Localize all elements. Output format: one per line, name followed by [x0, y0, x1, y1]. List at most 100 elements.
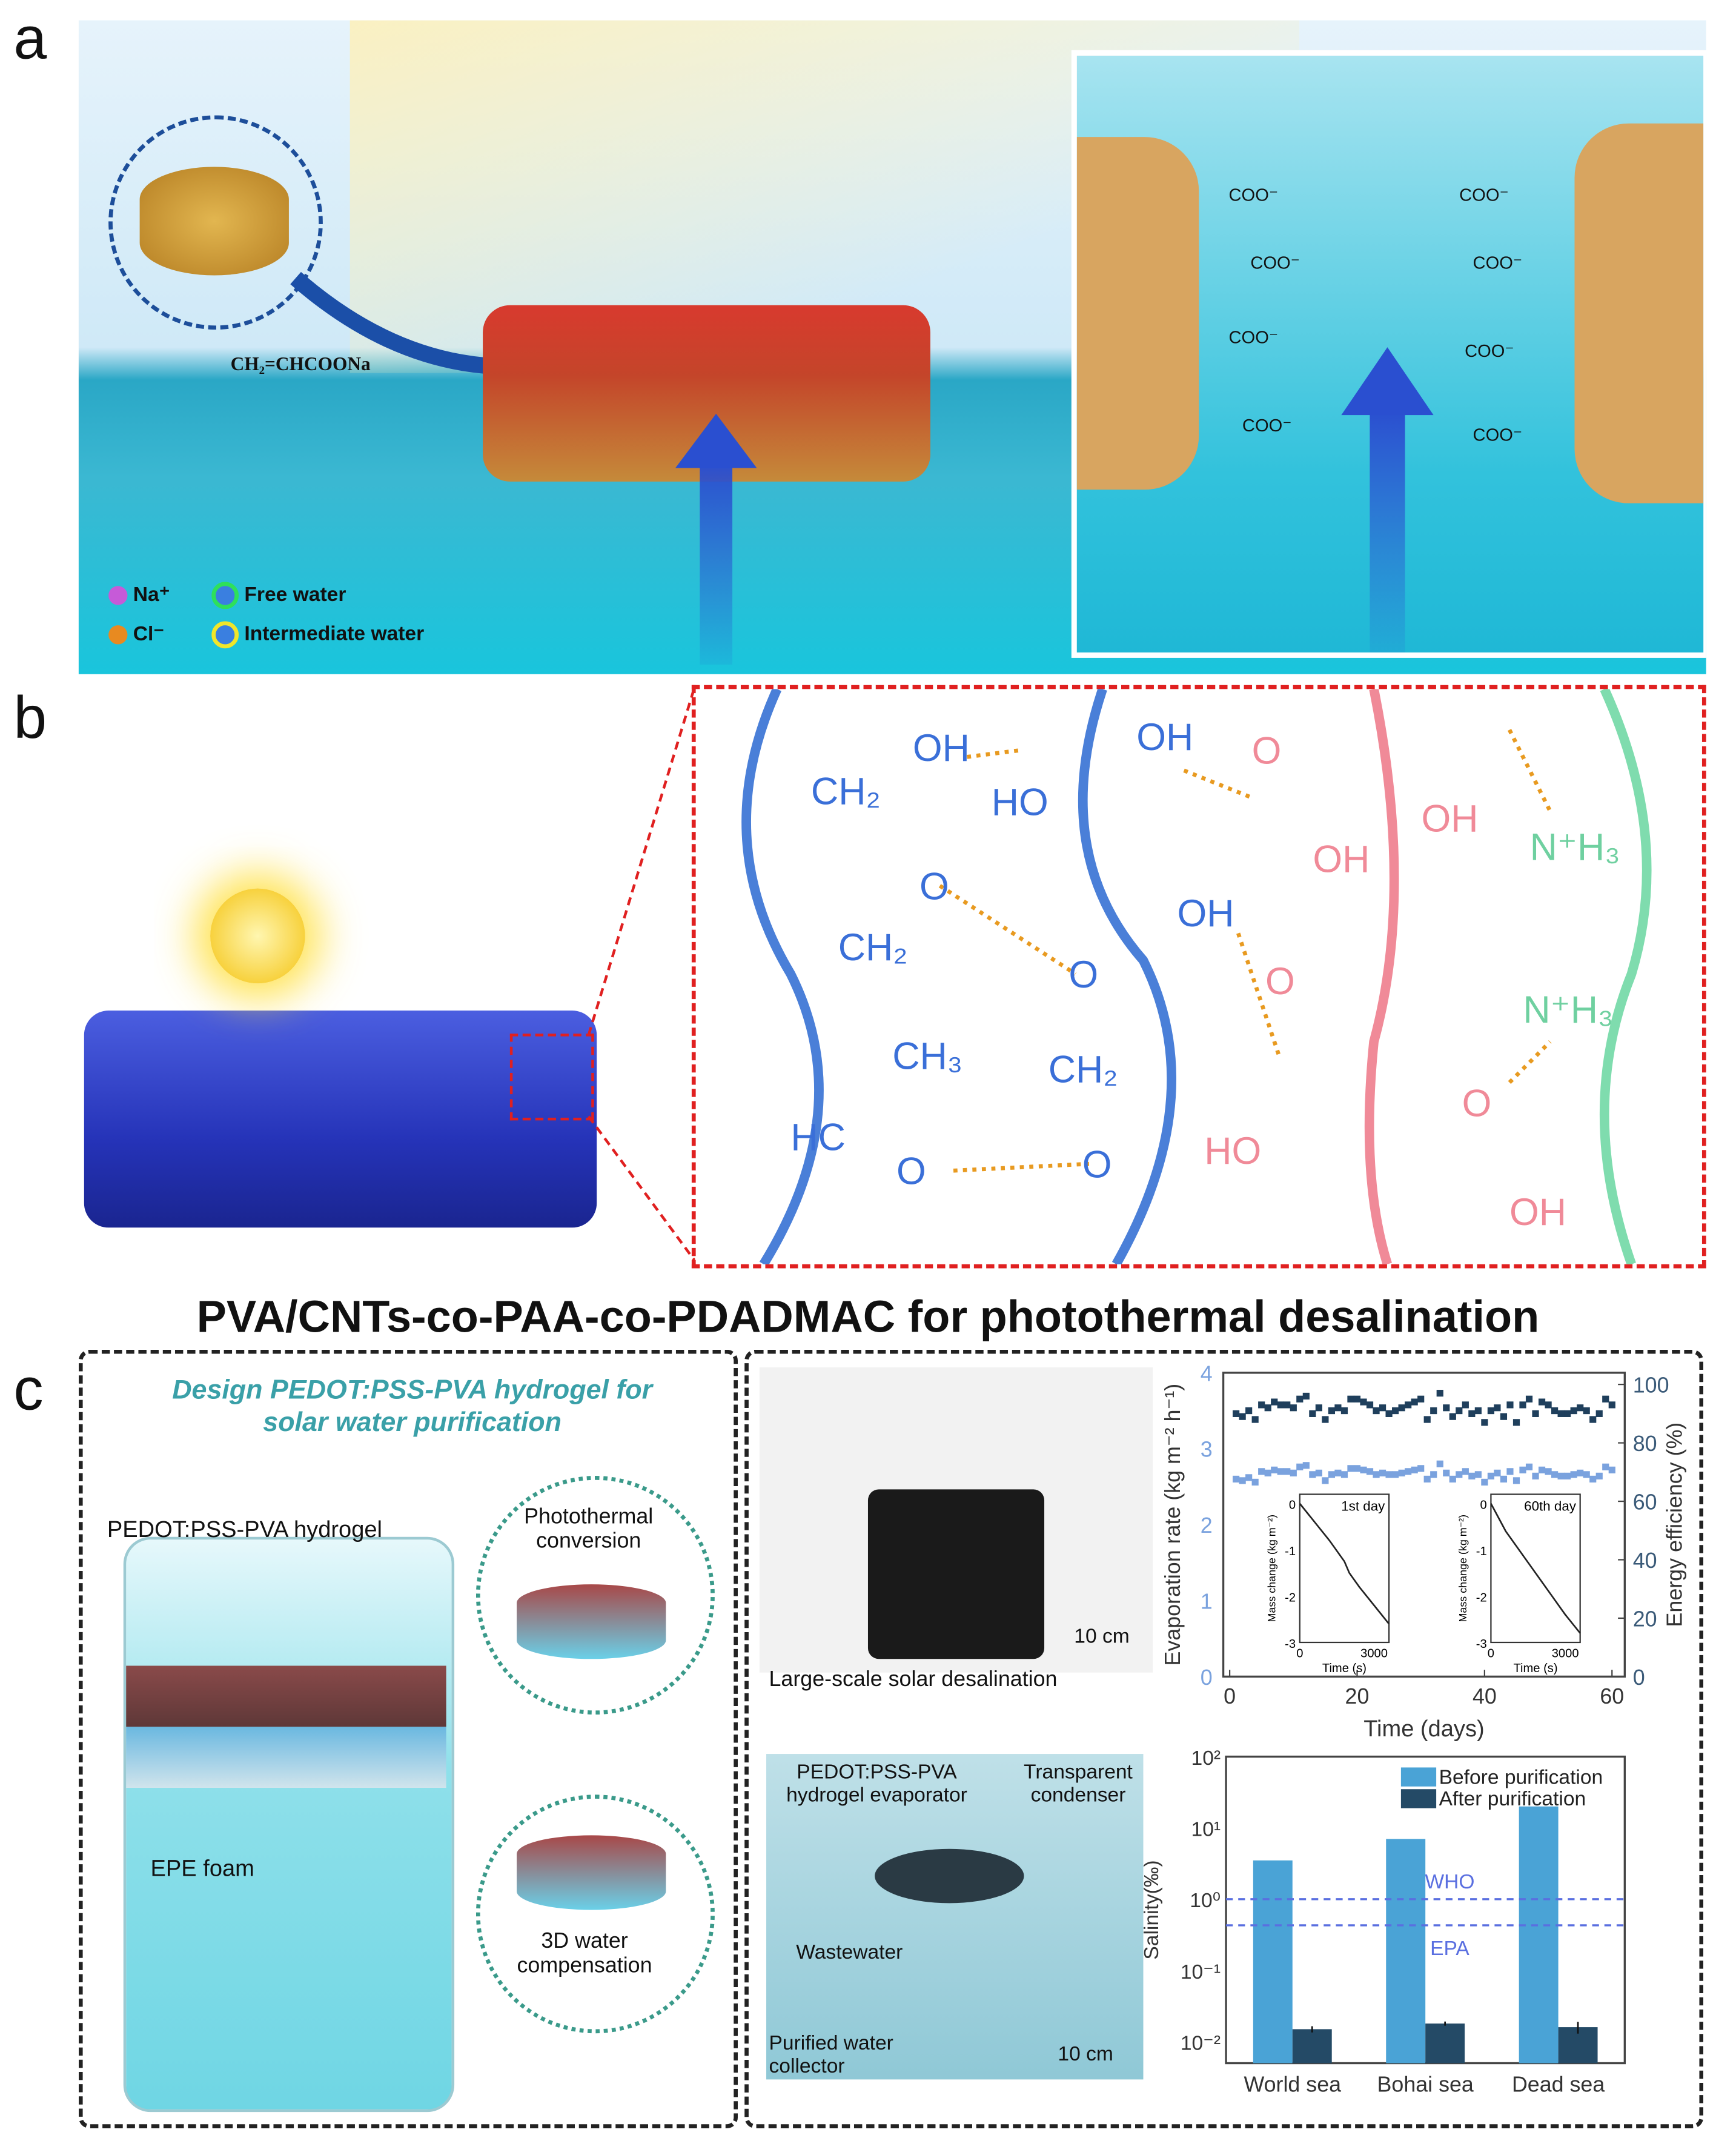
evaporation-point	[1608, 1466, 1615, 1473]
evaporation-point	[1271, 1466, 1278, 1473]
x-axis-label: Time (days)	[1363, 1716, 1484, 1742]
efficiency-point	[1487, 1407, 1495, 1415]
group-o: O	[919, 865, 949, 908]
foam-layer	[126, 1727, 446, 1788]
efficiency-point	[1233, 1410, 1240, 1417]
group-o: O	[896, 1150, 926, 1193]
y-axis-label: Evaporation rate (kg m⁻² h⁻¹)	[1161, 1384, 1185, 1666]
photothermal-label: Photothermal conversion	[524, 1506, 654, 1553]
efficiency-point	[1271, 1398, 1278, 1406]
panel-a: CH₂=CHCOONa Na⁺ Cl⁻ Free water Intermedi…	[78, 20, 1706, 674]
evaporation-point	[1532, 1472, 1539, 1479]
y-tick-label: 10⁻¹	[1181, 1961, 1221, 1984]
efficiency-point	[1373, 1407, 1380, 1415]
evaporation-point	[1423, 1475, 1431, 1483]
evaporation-point	[1284, 1468, 1291, 1475]
efficiency-point	[1519, 1401, 1526, 1409]
y2-tick-label: 60	[1633, 1490, 1657, 1514]
x-tick-label: 40	[1473, 1684, 1497, 1708]
group-oh: OH	[1177, 892, 1234, 935]
condenser-photo	[766, 1754, 1144, 2080]
evaporation-point	[1264, 1469, 1271, 1476]
efficiency-point	[1360, 1398, 1367, 1406]
efficiency-point	[1245, 1407, 1253, 1415]
group-o: O	[1068, 954, 1099, 996]
evaporation-point	[1277, 1468, 1284, 1475]
inset-y-tick: -3	[1476, 1638, 1487, 1651]
group-o: O	[1462, 1082, 1492, 1125]
y2-tick-label: 0	[1633, 1665, 1645, 1690]
inset-x-tick: 3000	[1552, 1647, 1579, 1661]
reference-label-who: WHO	[1425, 1871, 1474, 1893]
compensation-label: 3D water compensation	[517, 1930, 652, 1978]
hydrogel-layer	[126, 1665, 446, 1727]
group-ch2: CH₂	[810, 770, 881, 813]
group-oh: OH	[912, 727, 970, 769]
panel-c-right: Large-scale solar desalination 10 cm PED…	[744, 1349, 1704, 2128]
monomer-formula: CH₂=CHCOONa	[230, 355, 371, 376]
efficiency-point	[1264, 1404, 1271, 1412]
evaporation-point	[1328, 1471, 1336, 1478]
x-tick-label: World sea	[1244, 2073, 1341, 2097]
evaporation-point	[1436, 1460, 1443, 1467]
y-tick-label: 0	[1201, 1665, 1213, 1690]
group-o: O	[1251, 729, 1282, 772]
beaker	[123, 1536, 455, 2113]
inset-y-label: Mass change (kg m⁻²)	[1266, 1515, 1278, 1622]
efficiency-point	[1595, 1410, 1603, 1417]
evaporation-point	[1589, 1475, 1597, 1483]
pdadmac-chain	[1599, 689, 1652, 1264]
coo-label: COO⁻	[1228, 184, 1279, 205]
y-tick-label: 3	[1201, 1438, 1213, 1462]
evaporation-point	[1360, 1466, 1367, 1473]
evaporation-point	[1245, 1474, 1253, 1481]
inset-title: 1st day	[1341, 1498, 1385, 1513]
inset-x-label: Time (s)	[1322, 1662, 1367, 1675]
evaporation-point	[1462, 1468, 1469, 1475]
efficiency-point	[1239, 1413, 1246, 1420]
intermediate-water-icon	[211, 621, 239, 649]
inset-y-tick: -2	[1285, 1592, 1296, 1605]
sponge-precursor	[139, 167, 289, 276]
efficiency-point	[1296, 1395, 1304, 1403]
inset-y-tick: -2	[1476, 1592, 1487, 1605]
evaporation-point	[1315, 1469, 1322, 1476]
inset-x-tick: 0	[1296, 1647, 1303, 1661]
evaporation-point	[1302, 1462, 1310, 1469]
efficiency-point	[1315, 1404, 1322, 1412]
evaporation-point	[1545, 1468, 1552, 1475]
efficiency-point	[1456, 1407, 1463, 1415]
evaporator-label: PEDOT:PSS-PVA hydrogel evaporator	[786, 1761, 967, 1807]
group-ho: HO	[991, 781, 1049, 824]
inset-y-label: Mass change (kg m⁻²)	[1457, 1515, 1469, 1622]
compensation-disk	[517, 1835, 666, 1910]
efficiency-point	[1411, 1398, 1418, 1406]
bar-before	[1386, 1839, 1426, 2063]
pore-wall-right	[1574, 123, 1704, 503]
y2-axis-label: Energy efficiency (%)	[1662, 1423, 1686, 1627]
evaporation-point	[1379, 1469, 1386, 1476]
x-tick-label: 60	[1600, 1684, 1624, 1708]
evaporation-point	[1577, 1469, 1584, 1476]
evaporation-point	[1519, 1466, 1526, 1473]
evaporation-point	[1538, 1466, 1546, 1473]
bar-before	[1519, 1806, 1559, 2063]
evaporation-point	[1551, 1471, 1559, 1478]
photothermal-circle	[475, 1476, 715, 1715]
efficiency-point	[1500, 1413, 1508, 1420]
group-ch2: CH₂	[838, 926, 908, 969]
collector-label: Purified water collector	[769, 2032, 893, 2079]
y-tick-label: 2	[1201, 1513, 1213, 1538]
hydrogen-bonds	[938, 729, 1552, 1173]
evaporation-point	[1239, 1477, 1246, 1484]
group-o: O	[1265, 960, 1295, 1003]
group-ho: HO	[1204, 1130, 1262, 1172]
evaporation-point	[1449, 1475, 1456, 1483]
efficiency-point	[1577, 1404, 1584, 1412]
efficiency-point	[1258, 1401, 1265, 1409]
evaporation-point	[1353, 1465, 1361, 1472]
efficiency-point	[1608, 1401, 1615, 1409]
water-transport-arrow	[675, 413, 757, 468]
design-title-1: Design PEDOT:PSS-PVA hydrogel for	[172, 1375, 653, 1406]
pva-chain-1	[741, 689, 824, 1264]
